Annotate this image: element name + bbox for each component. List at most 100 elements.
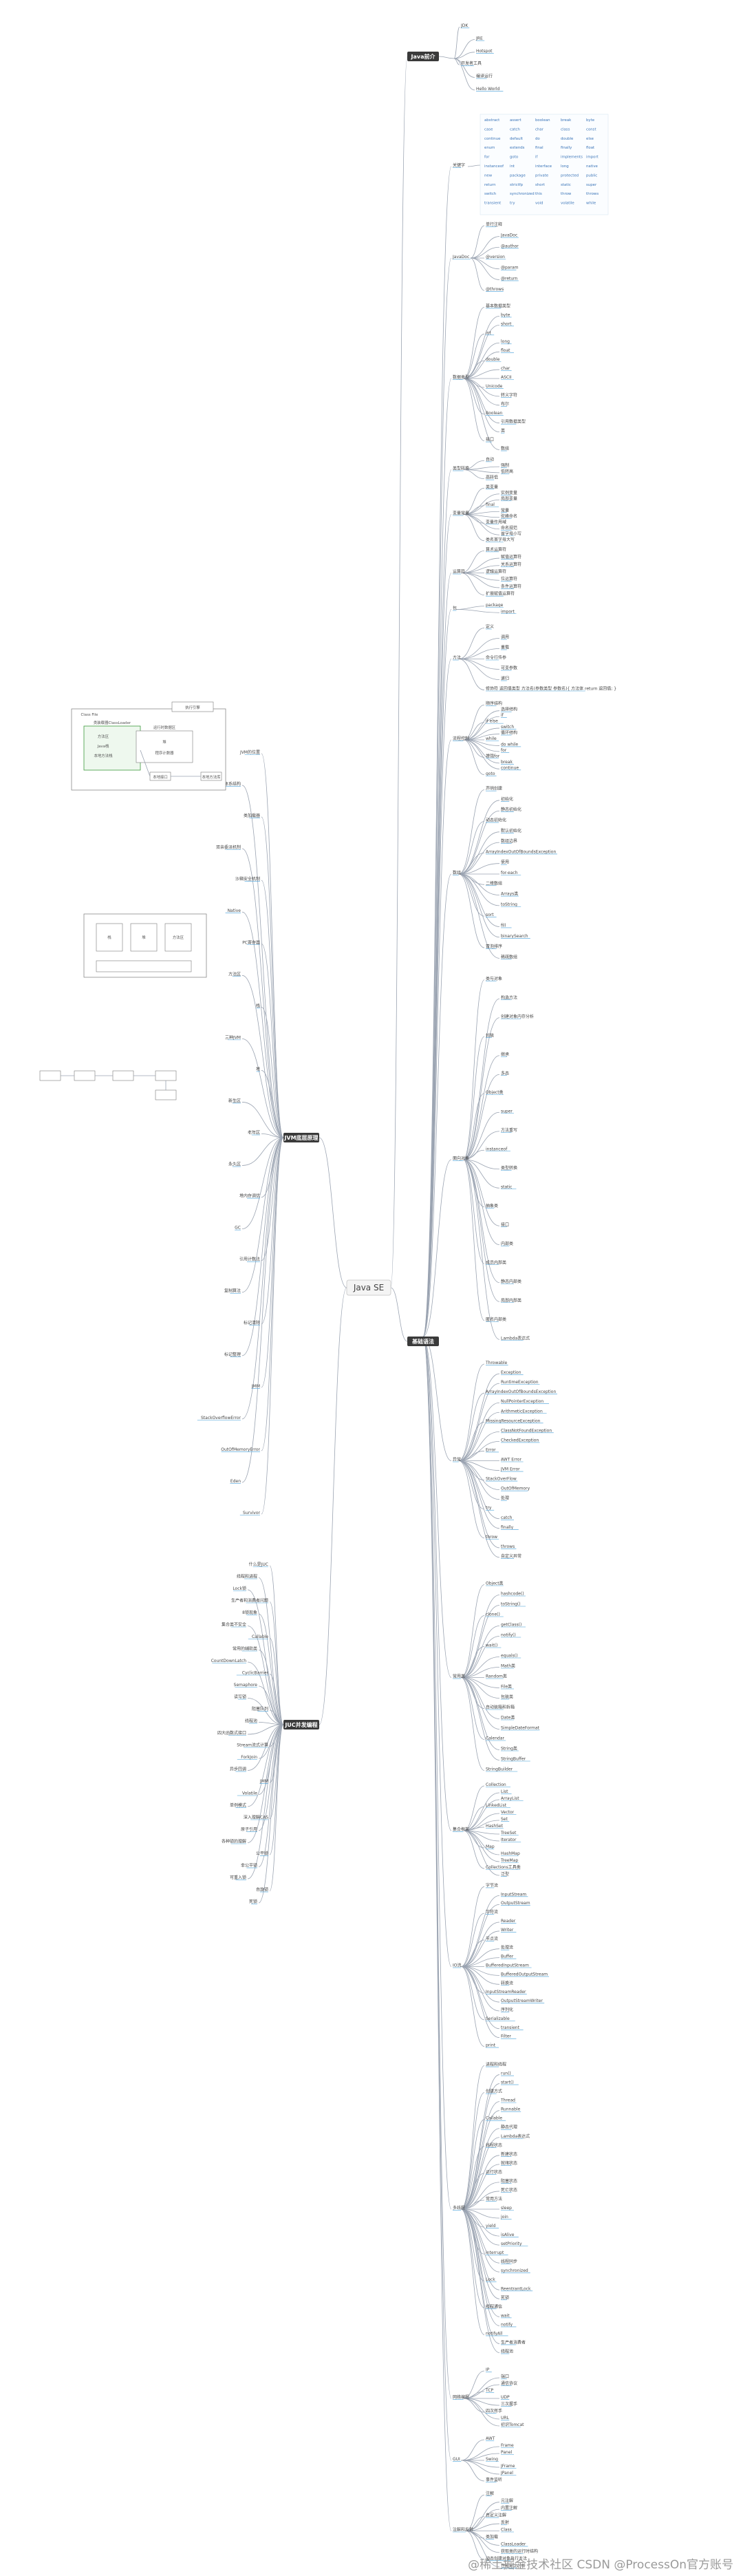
juc-node: JMM (259, 1779, 268, 1784)
leaf-node: Object类 (486, 1089, 504, 1095)
connector-line (461, 1595, 500, 1678)
leaf-node: 静态初始化 (501, 807, 521, 812)
leaf-node: 扩展赋值运算符 (486, 591, 515, 597)
leaf-node: Reader (501, 1919, 516, 1924)
keyword-cell: boolean (535, 118, 550, 123)
connector-line (470, 246, 500, 259)
connector-line (261, 943, 284, 1138)
leaf-node: 处理 (501, 1495, 509, 1501)
diagram-labels: 类装载器ClassLoader运行时数据区方法区Java栈本地方法栈堆程序计数器… (81, 705, 222, 940)
juc-node: 自旋锁 (256, 1887, 268, 1893)
leaf-node: 新建状态 (501, 2151, 517, 2157)
connector-line (463, 1159, 485, 1321)
connector-line (463, 1017, 500, 1160)
connector-line (458, 863, 500, 875)
keyword-cell: long (561, 164, 569, 169)
jvm-node: Native (228, 908, 241, 913)
leaf-node: char (501, 366, 510, 371)
connector-line (463, 1093, 485, 1160)
connector-line (456, 609, 500, 613)
leaf-node: BufferedOutputStream (501, 1972, 548, 1977)
connector-line (461, 1667, 500, 1678)
connector-line (463, 316, 500, 379)
keyword-cell: const (586, 127, 596, 131)
keyword-cell: throw (561, 192, 572, 196)
juc-node: 公平锁 (256, 1851, 268, 1856)
leaf-node: Lambda表达式 (501, 1335, 530, 1341)
branch-juc[interactable] (283, 1720, 319, 1729)
jvm-node: StackOverflowError (201, 1416, 241, 1420)
connector-line (463, 351, 500, 379)
leaf-node: while (486, 736, 497, 741)
leaf-node: package (486, 603, 504, 608)
connector-line (463, 1074, 500, 1160)
leaf-node: wait (501, 2313, 510, 2318)
connector-line (461, 1886, 485, 1967)
leaf-node: continue (501, 765, 519, 770)
leaf-node: ArrayIndexOutOfBoundsException (486, 1390, 556, 1394)
leaf-node: 首字母小写 (501, 531, 521, 536)
connector-line (247, 1724, 284, 1807)
branch-java-intro[interactable] (407, 52, 439, 61)
connector-line (461, 1584, 485, 1678)
leaf-node: 自定义注解 (486, 2513, 506, 2518)
leaf-node: 接口 (501, 1222, 509, 1227)
leaf-node: 端口 (501, 2374, 509, 2379)
juc-node: 可重入锁 (230, 1875, 246, 1880)
connector-line (461, 550, 485, 573)
leaf-node: JPanel (500, 2471, 513, 2476)
leaf-node: 继承 (501, 1052, 509, 1057)
leaf-node: notify() (501, 1633, 516, 1638)
jvm-node: 沙箱安全机制 (235, 876, 260, 882)
leaf-node: 死亡状态 (501, 2187, 517, 2193)
juc-node: Volatile (242, 1791, 257, 1796)
leaf-node: TreeSet (500, 1831, 517, 1835)
jvm-node: 标记清除 (244, 1320, 260, 1326)
jvm-node: JMM (251, 1384, 260, 1389)
leaf-node: 位运算符 (501, 576, 517, 582)
connector-line (241, 1137, 284, 1293)
jvm-node: JVM的位置 (239, 749, 260, 755)
jvm-node: Survivor (243, 1511, 261, 1515)
leaf-node: CheckedException (501, 1438, 539, 1443)
connector-line (458, 659, 500, 680)
leaf-node: 循环结构 (501, 730, 517, 736)
branch-jvm[interactable] (283, 1133, 319, 1142)
leaf-node: 注解 (486, 2491, 494, 2496)
leaf-node: Throwable (485, 1361, 508, 1365)
leaf-node: 初始化 (501, 796, 513, 802)
connector-line (461, 573, 485, 596)
leaf-node: 实例变量 (501, 490, 517, 496)
root-node[interactable] (346, 1279, 391, 1296)
leaf-node: 自动 (486, 456, 494, 462)
connector-line (422, 1336, 452, 2210)
keyword-cell: class (561, 127, 570, 131)
leaf-node: StackOverFlow (486, 1477, 517, 1482)
connector-line (461, 2137, 500, 2210)
connector-line (465, 2494, 485, 2531)
keyword-cell: goto (510, 156, 518, 160)
leaf-node: Filter (501, 2034, 511, 2039)
leaf-node: 重载 (501, 645, 509, 650)
connector-line (463, 378, 500, 433)
leaf-node: Hello World (476, 87, 500, 92)
connector-line (269, 1710, 284, 1725)
connector-line (241, 1102, 284, 1138)
connector-line (461, 2208, 500, 2326)
leaf-node: 成员内部类 (486, 1259, 506, 1265)
branch-basic-syntax[interactable] (407, 1337, 439, 1346)
connector-line (461, 1677, 500, 1699)
leaf-node: HashSet (486, 1824, 504, 1829)
connector-line (460, 2065, 485, 2210)
juc-node: 常用的辅助类 (233, 1646, 257, 1652)
connector-line (461, 2460, 500, 2475)
connector-line (461, 1966, 485, 2047)
keyword-cell: abstract (484, 118, 499, 123)
leaf-node: short (501, 321, 512, 326)
leaf-node: join (500, 2215, 508, 2220)
leaf-node: File类 (501, 1684, 512, 1690)
connector-line (463, 1159, 500, 1284)
connector-line (241, 911, 284, 1138)
connector-line (422, 1336, 452, 2531)
